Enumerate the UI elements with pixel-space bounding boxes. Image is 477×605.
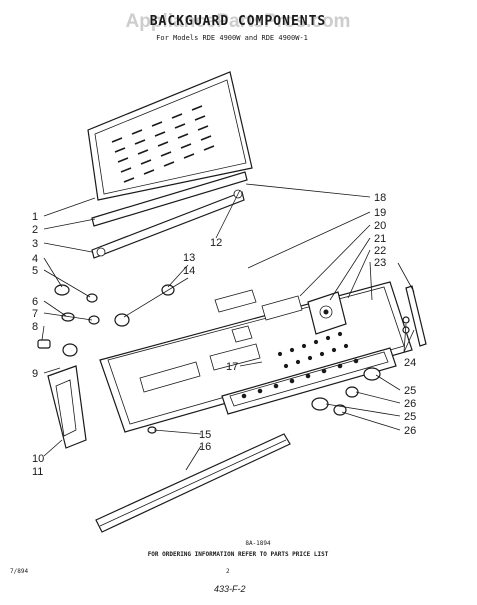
clock-module [307,291,347,335]
callout-4: 4 [32,253,38,265]
watermark-text: AppliancePartsPros.com [126,11,351,32]
callout-25-b: 25 [404,411,416,423]
page-number: 2 [226,568,230,575]
callout-11: 11 [32,466,43,478]
callout-7: 7 [32,308,38,320]
print-code: 7/894 [10,568,28,575]
backguard-glass-panel [87,71,253,201]
bottom-trim-strip [95,433,291,533]
callout-13: 13 [183,252,195,264]
callout-26: 26 [404,398,416,410]
callout-25: 25 [404,385,416,397]
switch-plate [221,347,397,415]
callouts-right: 18 19 20 21 22 23 24 25 26 25 26 [374,192,416,437]
callout-21: 21 [374,233,386,245]
callout-22: 22 [374,245,386,257]
fluorescent-tube [91,189,245,259]
callout-3: 3 [32,238,38,250]
callout-8: 8 [32,321,38,333]
callout-5: 5 [32,265,38,277]
callout-6: 6 [32,296,38,308]
callouts-left: 1 2 3 4 5 6 7 8 9 10 11 [32,211,44,478]
callout-10: 10 [32,453,44,465]
callout-26-b: 26 [404,425,416,437]
callout-12: 12 [210,237,222,249]
callout-16: 16 [199,441,211,453]
callout-15: 15 [199,429,211,441]
callout-23: 23 [374,257,386,269]
page-title: BACKGUARD COMPONENTS [150,14,327,29]
callout-2: 2 [32,224,38,236]
right-knobs [311,316,410,416]
callout-1: 1 [32,211,38,223]
right-end-trim [405,285,427,347]
left-end-cap [47,365,87,449]
callout-19: 19 [374,207,386,219]
page-subtitle: For Models RDE 4900W and RDE 4900W-1 [156,34,308,42]
callout-17: 17 [226,361,238,373]
drawing-code: 8A-1894 [245,540,271,547]
callouts-center: 12 13 14 15 16 17 [183,237,238,453]
callout-14: 14 [183,265,195,277]
callout-18: 18 [374,192,386,204]
handwritten-reference: 433-F-2 [214,584,246,594]
callout-20: 20 [374,220,386,232]
vent-slots [111,105,215,183]
left-switch-parts [37,284,100,357]
callout-24: 24 [404,357,416,369]
trim-strip [91,171,248,227]
leader-lines [41,183,415,471]
ordering-note: FOR ORDERING INFORMATION REFER TO PARTS … [148,551,329,558]
callout-9: 9 [32,368,38,380]
